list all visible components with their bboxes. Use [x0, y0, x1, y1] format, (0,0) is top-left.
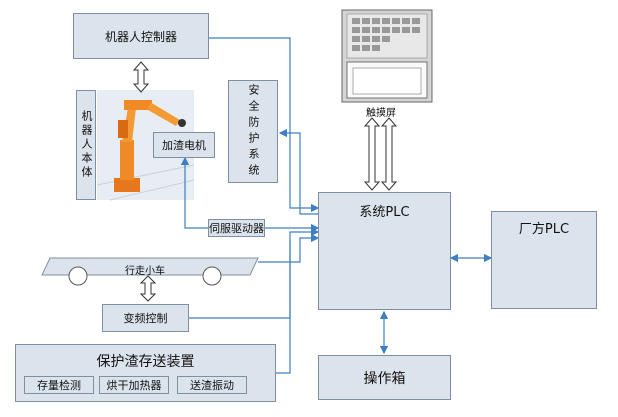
touchscreen-label: 触摸屏	[366, 108, 396, 119]
system-plc-box: 系统PLC	[318, 192, 451, 310]
slag-vibration-label: 送渣振动	[190, 379, 234, 392]
storage-device-label: 保护渣存送装置	[96, 354, 195, 370]
storage-detect-box: 存量检测	[24, 376, 94, 394]
controller-robot-link	[132, 61, 150, 93]
slag-motor-label: 加渣电机	[162, 139, 206, 152]
vfd-control-box: 变频控制	[102, 304, 189, 332]
storage-detect-label: 存量检测	[37, 379, 81, 392]
operator-box: 操作箱	[318, 355, 451, 400]
safety-system-box: 安全防护系统	[228, 80, 278, 183]
servo-driver-label: 伺服驱动器	[209, 222, 264, 235]
slag-vibration-box: 送渣振动	[177, 376, 247, 394]
storage-to-plc-line	[276, 240, 291, 374]
trolley-shape	[41, 257, 259, 286]
factory-plc-box: 厂方PLC	[491, 211, 597, 309]
servo-to-motor-line	[180, 156, 208, 229]
safety-system-label: 安全防护系统	[247, 83, 260, 180]
factory-plc-label: 厂方PLC	[518, 222, 570, 237]
operator-box-label: 操作箱	[363, 370, 406, 387]
touchscreen-plc-link-1	[363, 117, 381, 191]
dry-heater-box: 烘干加热器	[99, 376, 169, 394]
trolley-label: 行走小车	[125, 266, 165, 277]
robot-controller-box: 机器人控制器	[73, 13, 209, 59]
robot-body-box: 机器人本体	[76, 90, 96, 200]
slag-motor-box: 加渣电机	[153, 132, 215, 158]
controller-to-plc-line	[209, 37, 320, 213]
robot-controller-label: 机器人控制器	[104, 29, 177, 44]
safety-to-plc-line	[278, 128, 318, 215]
touchscreen-panel	[341, 9, 433, 103]
servo-driver-box: 伺服驱动器	[208, 219, 265, 237]
trolley-to-plc-line	[258, 233, 320, 263]
robot-body-label: 机器人本体	[80, 110, 93, 180]
trolley-vfd-link	[139, 275, 157, 302]
vfd-control-label: 变频控制	[123, 312, 168, 325]
touchscreen-plc-link-2	[380, 117, 398, 191]
dry-heater-label: 烘干加热器	[106, 379, 162, 392]
system-plc-label: 系统PLC	[359, 205, 410, 220]
